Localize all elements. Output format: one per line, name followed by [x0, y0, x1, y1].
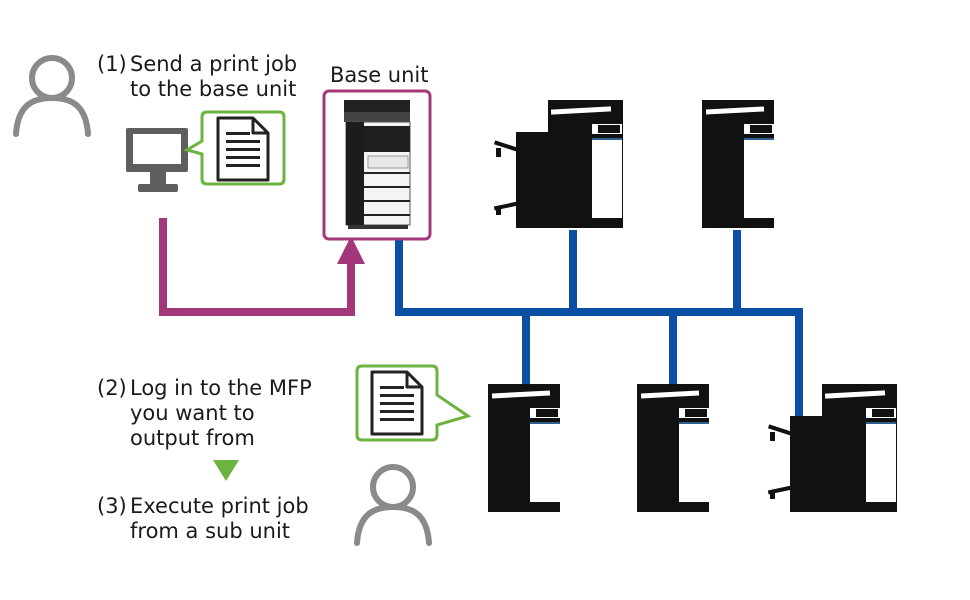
mfp-device [488, 384, 560, 512]
mfp-device [767, 384, 897, 512]
mfp-device [702, 100, 774, 228]
step-2-text: (2)Log in to the MFP you want to output … [97, 376, 312, 450]
print-job-path [159, 218, 365, 316]
base-unit-device [322, 89, 432, 241]
step-3-text: (3)Execute print job from a sub unit [97, 494, 309, 543]
user-icon [354, 464, 432, 546]
user-icon [13, 55, 91, 137]
document-callout [355, 364, 472, 442]
step-1-text: (1)Send a print job to the base unit [97, 52, 298, 101]
computer-icon [126, 128, 188, 192]
network-lines [395, 230, 803, 416]
step-arrow-icon [213, 460, 239, 481]
base-unit-label: Base unit [330, 63, 429, 87]
mfp-device [637, 384, 709, 512]
document-callout [183, 110, 286, 186]
mfp-device [493, 100, 623, 228]
